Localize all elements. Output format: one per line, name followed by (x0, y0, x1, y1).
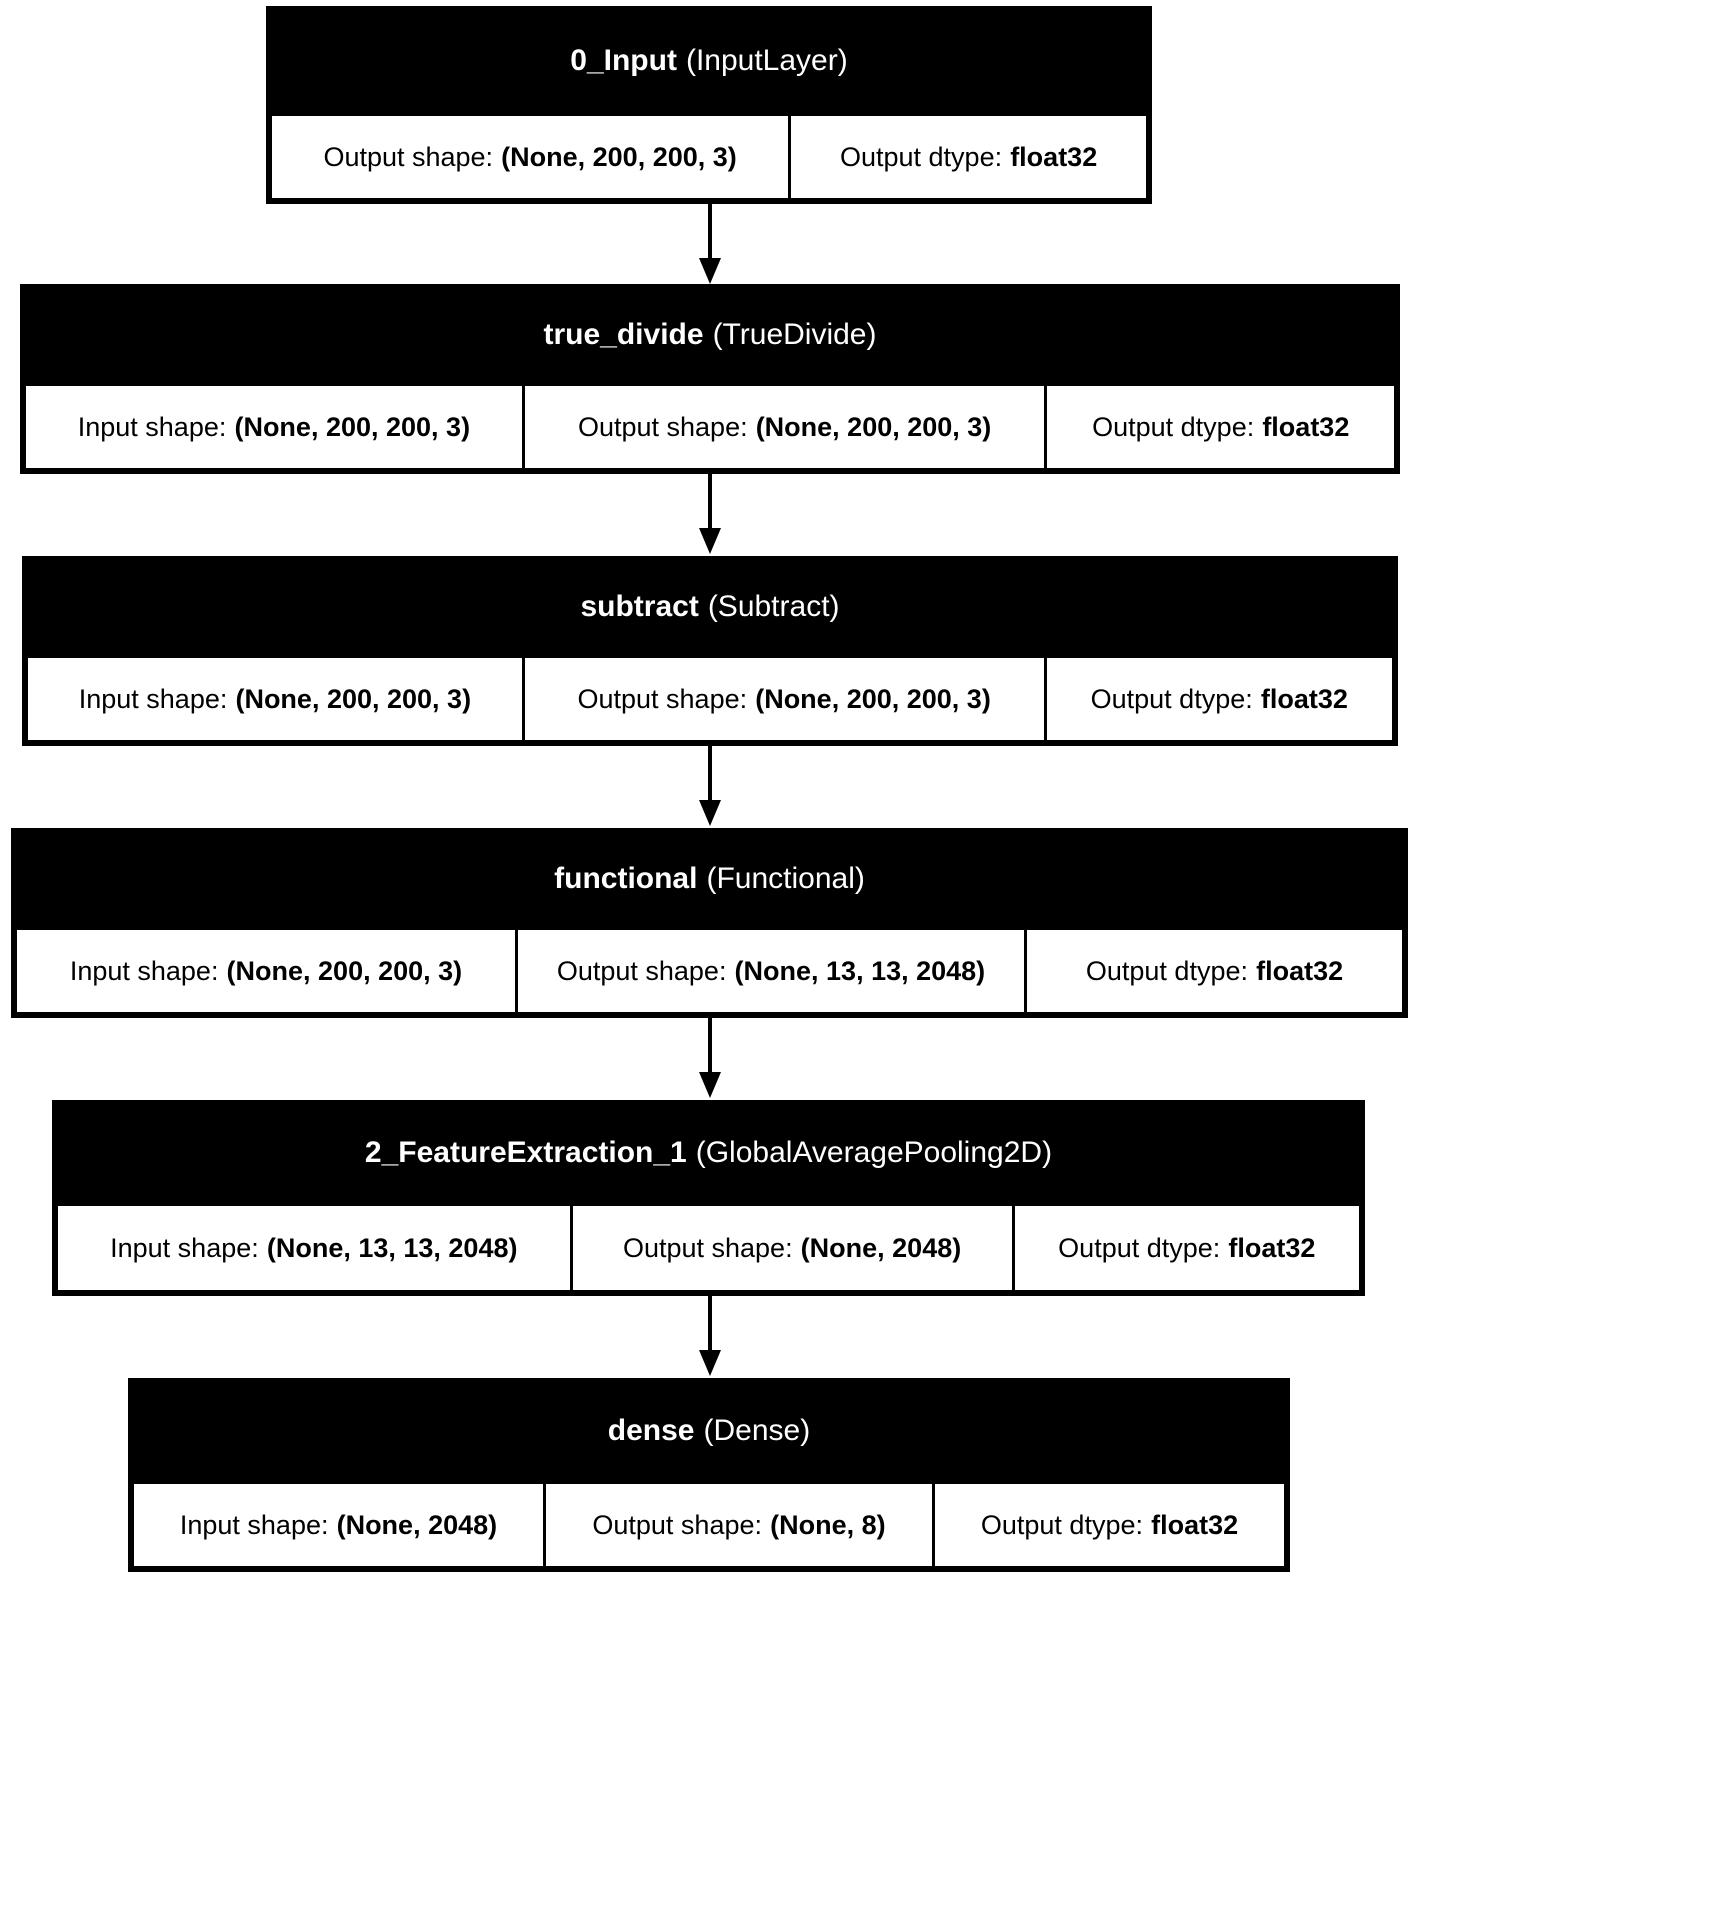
cell-input-shape: Input shape:(None, 200, 200, 3) (14, 927, 518, 1015)
cell-label: Input shape: (179, 1509, 329, 1540)
cell-output-shape: Output shape:(None, 200, 200, 3) (521, 655, 1047, 743)
cell-value: (None, 13, 13, 2048) (266, 1232, 518, 1263)
node-type-dense: (Dense) (703, 1414, 811, 1447)
cell-input-shape: Input shape:(None, 200, 200, 3) (23, 383, 525, 471)
cell-value: (None, 200, 200, 3) (755, 683, 991, 714)
node-feature-extraction[interactable]: 2_FeatureExtraction_1(GlobalAveragePooli… (52, 1100, 1365, 1296)
node-cells-dense: Input shape:(None, 2048) Output shape: (N… (131, 1481, 1287, 1569)
cell-label: Output shape: (622, 1232, 793, 1263)
cell-label: Output dtype: (980, 1509, 1143, 1540)
cell-output-dtype: Output dtype:float32 (1011, 1203, 1363, 1293)
cell-input-shape: Input shape:(None, 2048) (131, 1481, 546, 1569)
edge-shaft (708, 204, 712, 262)
node-title-feature-extraction: 2_FeatureExtraction_1(GlobalAveragePooli… (55, 1103, 1362, 1203)
node-dense[interactable]: dense(Dense) Input shape:(None, 2048) Ou… (128, 1378, 1290, 1572)
cell-input-shape: Input shape:(None, 200, 200, 3) (25, 655, 525, 743)
cell-label: Output dtype: (1090, 683, 1253, 714)
cell-label: Output dtype: (1085, 955, 1248, 986)
cell-label: Output shape: (556, 955, 727, 986)
node-type-subtract: (Subtract) (707, 590, 840, 623)
cell-label: Output shape: (323, 141, 494, 172)
cell-label: Input shape: (69, 955, 219, 986)
node-cells-0-input: Output shape:(None, 200, 200, 3) Output … (269, 113, 1149, 201)
node-cells-functional: Input shape:(None, 200, 200, 3) Output s… (14, 927, 1405, 1015)
edge-shaft (708, 1018, 712, 1076)
node-title-0-input: 0_Input(InputLayer) (269, 9, 1149, 113)
cell-label: Output dtype: (1058, 1232, 1221, 1263)
edge-true-divide-to-subtract (699, 474, 721, 556)
cell-output-dtype: Output dtype: float32 (1024, 927, 1405, 1015)
cell-value: (None, 2048) (800, 1232, 962, 1263)
cell-value: (None, 13, 13, 2048) (734, 955, 986, 986)
edge-feature-extraction-to-dense (699, 1296, 721, 1378)
node-true-divide[interactable]: true_divide(TrueDivide) Input shape:(Non… (20, 284, 1400, 474)
cell-output-dtype: Output dtype:float32 (1043, 655, 1395, 743)
cell-output-dtype: Output dtype:float32 (1044, 383, 1397, 471)
node-cells-subtract: Input shape:(None, 200, 200, 3) Output s… (25, 655, 1395, 743)
cell-value: (None, 200, 200, 3) (501, 141, 737, 172)
cell-output-shape: Output shape:(None, 13, 13, 2048) (515, 927, 1027, 1015)
cell-output-dtype: Output dtype:float32 (788, 113, 1149, 201)
cell-output-shape: Output shape:(None, 2048) (569, 1203, 1015, 1293)
edge-input-to-true-divide (699, 204, 721, 284)
cell-value: (None, 2048) (336, 1509, 498, 1540)
edge-shaft (708, 1296, 712, 1354)
cell-value: float32 (1010, 141, 1098, 172)
node-0-input[interactable]: 0_Input(InputLayer) Output shape:(None, … (266, 6, 1152, 204)
cell-label: Input shape: (77, 411, 227, 442)
cell-input-shape: Input shape:(None, 13, 13, 2048) (55, 1203, 573, 1293)
cell-label: Output dtype: (1092, 411, 1255, 442)
cell-value: float32 (1260, 683, 1348, 714)
node-subtract[interactable]: subtract(Subtract) Input shape:(None, 20… (22, 556, 1398, 746)
node-type-functional: (Functional) (706, 862, 865, 895)
edge-arrowhead (699, 800, 721, 826)
edge-shaft (708, 746, 712, 804)
edge-functional-to-feature-extraction (699, 1018, 721, 1100)
cell-output-shape: Output shape:(None, 200, 200, 3) (521, 383, 1048, 471)
node-cells-true-divide: Input shape:(None, 200, 200, 3) Output s… (23, 383, 1397, 471)
cell-value: (None, 200, 200, 3) (226, 955, 463, 986)
node-title-dense: dense(Dense) (131, 1381, 1287, 1481)
edge-arrowhead (699, 258, 721, 284)
node-name-feature-extraction: 2_FeatureExtraction_1 (364, 1136, 687, 1169)
cell-value: (None, 8) (770, 1509, 886, 1540)
cell-label: Output shape: (577, 411, 748, 442)
edge-arrowhead (699, 1350, 721, 1376)
cell-value: float32 (1262, 411, 1350, 442)
cell-label: Input shape: (110, 1232, 259, 1263)
cell-output-shape: Output shape: (None, 8) (543, 1481, 935, 1569)
node-title-true-divide: true_divide(TrueDivide) (23, 287, 1397, 383)
node-name-dense: dense (607, 1414, 695, 1447)
cell-value: (None, 200, 200, 3) (755, 411, 992, 442)
edge-arrowhead (699, 1072, 721, 1098)
cell-output-shape: Output shape:(None, 200, 200, 3) (269, 113, 792, 201)
node-title-functional: functional(Functional) (14, 831, 1405, 927)
cell-label: Output shape: (592, 1509, 762, 1540)
edge-arrowhead (699, 528, 721, 554)
node-title-subtract: subtract(Subtract) (25, 559, 1395, 655)
node-name-subtract: subtract (580, 590, 699, 623)
node-cells-feature-extraction: Input shape:(None, 13, 13, 2048) Output … (55, 1203, 1363, 1293)
node-name-0-input: 0_Input (570, 44, 677, 77)
cell-value: float32 (1151, 1509, 1239, 1540)
node-type-feature-extraction: (GlobalAveragePooling2D) (695, 1136, 1053, 1169)
node-name-true-divide: true_divide (543, 318, 704, 351)
node-functional[interactable]: functional(Functional) Input shape:(None… (11, 828, 1408, 1018)
node-name-functional: functional (554, 862, 698, 895)
edge-shaft (708, 474, 712, 532)
cell-value: float32 (1256, 955, 1344, 986)
cell-value: float32 (1228, 1232, 1316, 1263)
cell-label: Output shape: (577, 683, 748, 714)
cell-value: (None, 200, 200, 3) (234, 411, 471, 442)
cell-output-dtype: Output dtype: float32 (932, 1481, 1287, 1569)
cell-value: (None, 200, 200, 3) (235, 683, 472, 714)
node-type-true-divide: (TrueDivide) (712, 318, 877, 351)
cell-label: Output dtype: (839, 141, 1003, 172)
node-type-0-input: (InputLayer) (685, 44, 848, 77)
cell-label: Input shape: (78, 683, 228, 714)
edge-subtract-to-functional (699, 746, 721, 828)
